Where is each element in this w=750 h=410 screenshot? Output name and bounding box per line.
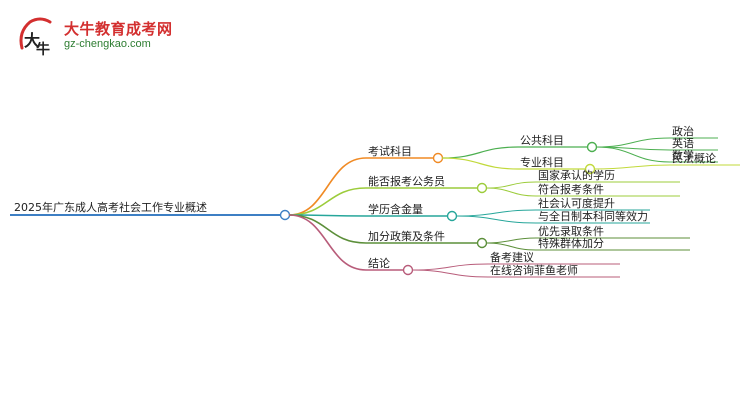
leaf-label-0-1: 英语 xyxy=(672,136,694,150)
sub-connector-0 xyxy=(441,146,519,159)
leaf-label-4-0: 备考建议 xyxy=(490,250,534,264)
leaf-label-4-1: 在线咨询菲鱼老师 xyxy=(490,263,578,277)
leaf-label-3-0: 优先录取条件 xyxy=(538,224,604,238)
leaf-connector-0-2 xyxy=(595,146,671,163)
branch-connector-3 xyxy=(288,214,367,244)
leaf-label-0-0: 政治 xyxy=(672,124,694,138)
branch-connector-4 xyxy=(288,214,367,271)
leaf-label-3-1: 特殊群体加分 xyxy=(538,236,604,250)
leaf-label-2-1: 与全日制本科同等效力 xyxy=(538,209,648,223)
branch-connector-1 xyxy=(288,187,367,216)
leaf-connector-0-0 xyxy=(595,137,671,148)
sub-label-1: 专业科目 xyxy=(520,155,564,169)
leaf-connector-3-1 xyxy=(485,242,537,251)
leaf-label-2-0: 社会认可度提升 xyxy=(538,196,615,210)
brand-logo[interactable]: 大 牛 大牛教育成考网 gz-chengkao.com xyxy=(16,14,216,58)
leaf-label-1-0: 民法概论 xyxy=(672,151,716,165)
branch-label-3: 加分政策及条件 xyxy=(368,229,445,243)
leaf-label-1-1: 符合报考条件 xyxy=(538,182,604,196)
svg-text:大: 大 xyxy=(24,31,40,50)
branch-node-4 xyxy=(402,264,414,276)
branch-label-2: 学历含金量 xyxy=(368,202,423,216)
branch-node-0 xyxy=(432,152,444,164)
branch-node-3 xyxy=(476,237,488,249)
sub-label-0: 公共科目 xyxy=(520,133,564,147)
root-node-circle xyxy=(279,209,291,221)
branch-connector-0 xyxy=(288,157,367,216)
root-node-label: 2025年广东成人高考社会工作专业概述 xyxy=(14,200,207,214)
leaf-connector-4-0 xyxy=(411,263,489,271)
brand-url[interactable]: gz-chengkao.com xyxy=(64,38,151,50)
svg-text:牛: 牛 xyxy=(36,41,50,58)
branch-node-2 xyxy=(446,210,458,222)
leaf-connector-1-0 xyxy=(485,181,537,189)
sub-connector-1 xyxy=(441,157,519,170)
leaf-label-1-0: 国家承认的学历 xyxy=(538,168,615,182)
leaf-connector-1-1 xyxy=(485,187,537,197)
leaf-label-0-2: 数学 xyxy=(672,148,694,162)
sub-node-0 xyxy=(586,141,598,153)
brand-title: 大牛教育成考网 xyxy=(64,20,173,38)
brand-logo-icon: 大 牛 xyxy=(19,17,52,58)
branch-label-0: 考试科目 xyxy=(368,144,412,158)
branch-node-1 xyxy=(476,182,488,194)
leaf-connector-4-1 xyxy=(411,269,489,278)
leaf-connector-3-0 xyxy=(485,237,537,244)
leaf-connector-2-0 xyxy=(455,209,537,217)
branch-label-4: 结论 xyxy=(368,256,390,270)
leaf-connector-2-1 xyxy=(455,215,537,224)
branch-label-1: 能否报考公务员 xyxy=(368,174,445,188)
leaf-connector-1-0 xyxy=(593,164,671,170)
